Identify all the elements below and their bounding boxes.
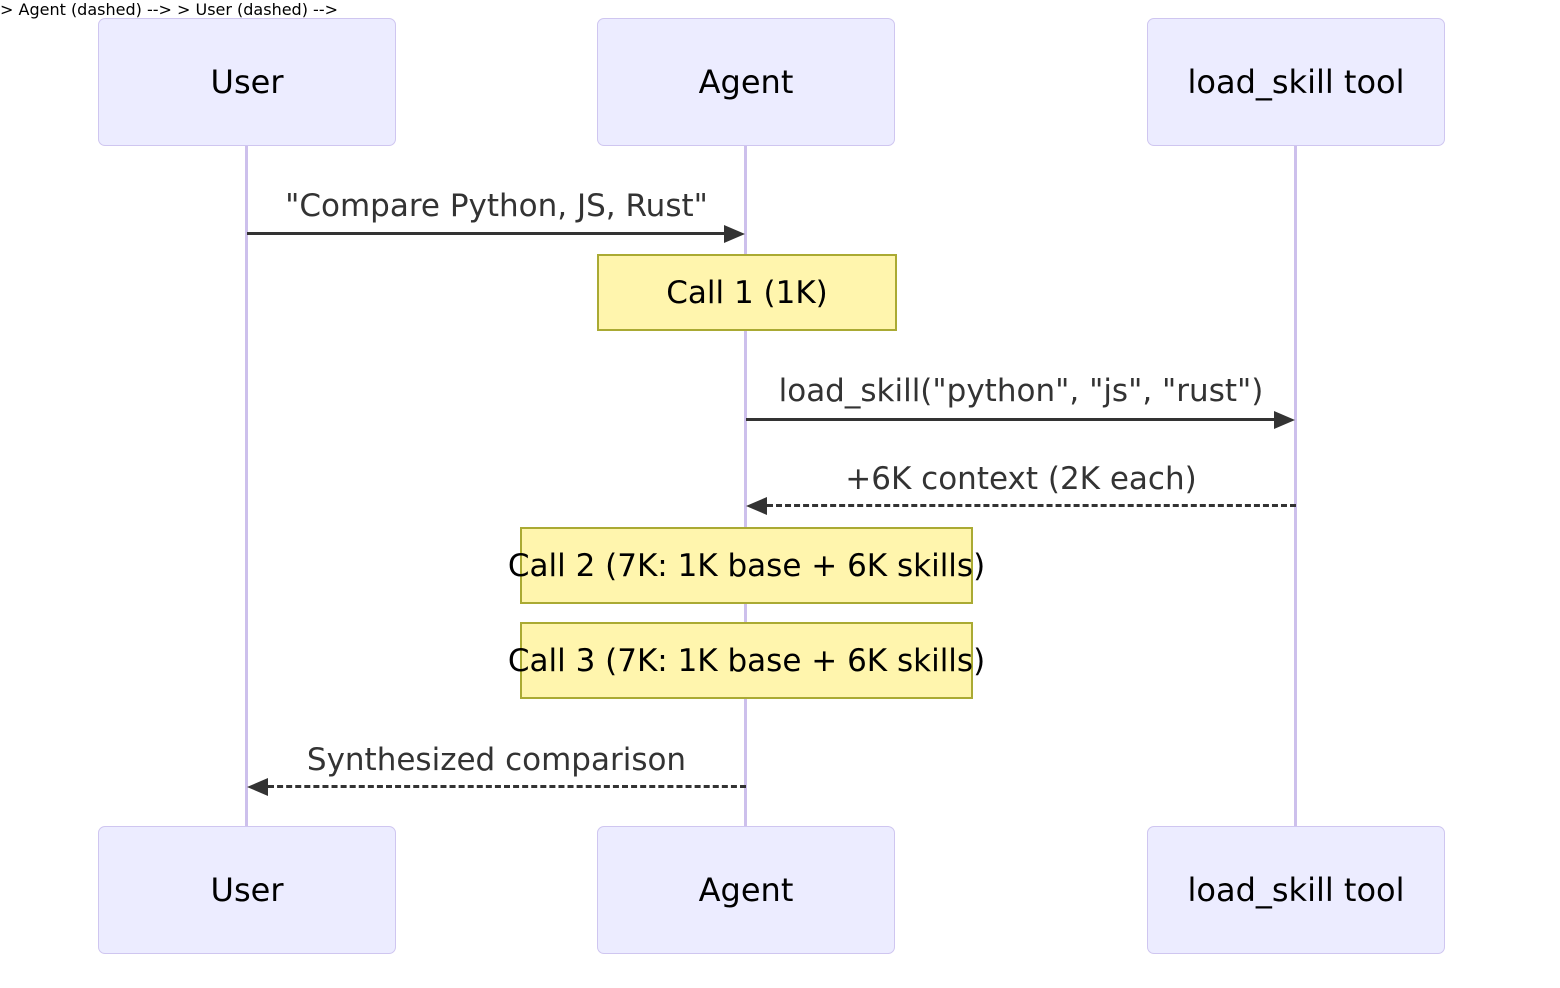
message-tool-to-agent-label: +6K context (2K each) bbox=[845, 461, 1197, 497]
note-call-1-label: Call 1 (1K) bbox=[666, 274, 828, 311]
actor-load-skill-tool-bottom: load_skill tool bbox=[1147, 826, 1445, 954]
actor-user-label: User bbox=[210, 871, 284, 909]
message-user-to-agent-label: "Compare Python, JS, Rust" bbox=[285, 188, 708, 224]
actor-load-skill-tool-label: load_skill tool bbox=[1187, 871, 1405, 909]
actor-user-label: User bbox=[210, 63, 284, 101]
message-agent-to-user-line bbox=[268, 785, 746, 788]
lifeline-agent bbox=[744, 146, 747, 826]
note-call-2-label: Call 2 (7K: 1K base + 6K skills) bbox=[507, 547, 986, 584]
message-agent-to-tool-line bbox=[746, 418, 1274, 421]
actor-load-skill-tool-top: load_skill tool bbox=[1147, 18, 1445, 146]
message-agent-to-tool-label: load_skill("python", "js", "rust") bbox=[778, 373, 1264, 409]
arrowhead-left-icon bbox=[247, 778, 268, 796]
message-user-to-agent-line bbox=[247, 232, 726, 235]
message-tool-to-agent-line bbox=[767, 504, 1296, 507]
arrowhead-right-icon bbox=[1274, 411, 1295, 429]
actor-agent-bottom: Agent bbox=[597, 826, 895, 954]
lifeline-load-skill-tool bbox=[1294, 146, 1297, 826]
actor-agent-top: Agent bbox=[597, 18, 895, 146]
arrowhead-right-icon bbox=[724, 225, 745, 243]
arrowhead-left-icon bbox=[746, 497, 767, 515]
actor-user-bottom: User bbox=[98, 826, 396, 954]
actor-agent-label: Agent bbox=[698, 871, 794, 909]
actor-load-skill-tool-label: load_skill tool bbox=[1187, 63, 1405, 101]
note-call-1: Call 1 (1K) bbox=[597, 254, 897, 331]
note-call-2: Call 2 (7K: 1K base + 6K skills) bbox=[508, 527, 985, 604]
message-agent-to-user-label: Synthesized comparison bbox=[306, 742, 687, 778]
lifeline-user bbox=[245, 146, 248, 826]
actor-user-top: User bbox=[98, 18, 396, 146]
note-call-3-label: Call 3 (7K: 1K base + 6K skills) bbox=[507, 642, 986, 679]
actor-agent-label: Agent bbox=[698, 63, 794, 101]
note-call-3: Call 3 (7K: 1K base + 6K skills) bbox=[508, 622, 985, 699]
